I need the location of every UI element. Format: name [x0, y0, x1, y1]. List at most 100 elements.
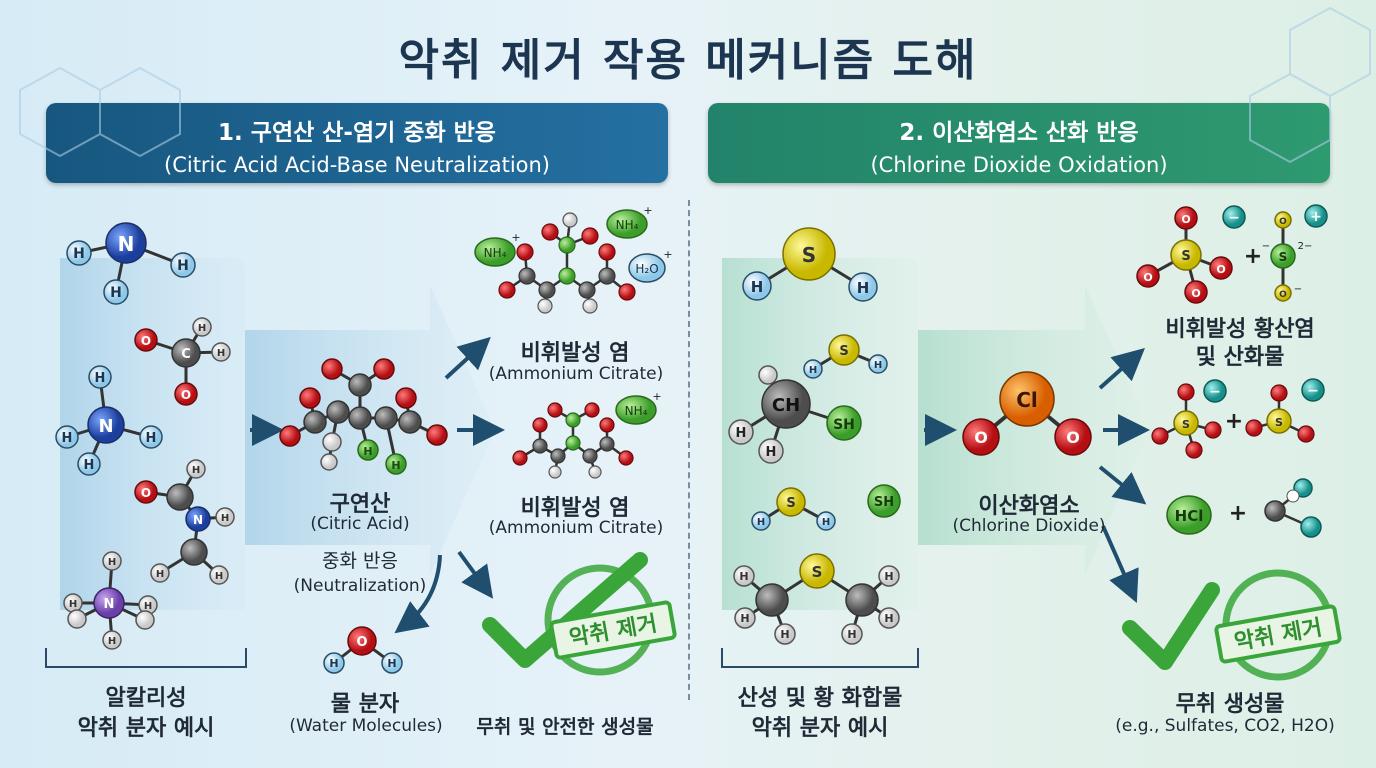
minus-label: −	[1209, 384, 1221, 400]
salt1-label: 비휘발성 염	[520, 341, 630, 366]
plus-label: +	[1244, 244, 1262, 269]
right-flow-arrow	[918, 285, 1150, 575]
chlorine-dioxide-molecule	[962, 371, 1092, 456]
dms-h-label: H	[884, 612, 893, 625]
citric-h-label: H	[363, 445, 372, 458]
methanethiol-molecule	[728, 334, 888, 464]
aldehyde-o-label: O	[181, 388, 191, 402]
background-hexagons	[19, 6, 1371, 164]
small-h-label: H	[757, 517, 765, 528]
dms-h-label: H	[780, 628, 789, 641]
water-o-label: O	[356, 635, 367, 650]
arrow-to-salt1	[444, 336, 491, 380]
neutral-label: 중화 반응	[322, 550, 398, 572]
clo2-sub: (Chlorine Dioxide)	[952, 516, 1106, 536]
sulfate-label: 비휘발성 황산염 및 산화물	[1165, 317, 1315, 370]
amide-h-label: H	[156, 569, 164, 580]
charge-label: +	[663, 248, 672, 261]
right-banner-subtitle: (Chlorine Dioxide Oxidation)	[870, 153, 1168, 177]
sulfate-s-label: S	[1182, 418, 1190, 431]
small-sh-label: SH	[874, 495, 894, 510]
sulfate-o-label: O	[1216, 263, 1225, 276]
section-divider	[688, 200, 690, 700]
sulfate-o-label: O	[1191, 287, 1200, 300]
amine-molecule	[63, 551, 158, 650]
citric-acid-molecule	[279, 358, 448, 475]
ammonia-h-label: H	[110, 285, 122, 301]
left-banner-subtitle: (Citric Acid Acid-Base Neutralization)	[164, 153, 550, 177]
dms-s-label: S	[812, 563, 823, 581]
h2s-h-label: H	[857, 279, 870, 297]
water-molecule	[1264, 478, 1322, 538]
salt1-sub: (Ammonium Citrate)	[488, 364, 664, 384]
nh4-label: NH₄	[616, 218, 639, 232]
thiol-h-label: H	[874, 360, 882, 371]
clo2-o-label: O	[974, 428, 988, 447]
sulfite-ion	[1245, 378, 1325, 443]
h2s-h-label: H	[751, 278, 764, 296]
page-title: 악취 제거 작용 메커니즘 도해	[398, 35, 978, 86]
amine-h-label: H	[69, 599, 77, 610]
hcl-molecule	[1166, 495, 1212, 535]
charge-label: +	[652, 390, 661, 403]
thiol-h-label: H	[809, 365, 817, 376]
sulfite-o-label: O	[1279, 290, 1287, 300]
thiol-h-label: H	[766, 445, 777, 460]
ammonium-h-label: H	[84, 458, 95, 473]
dms-h-label: H	[740, 612, 749, 625]
water-h-label: H	[387, 657, 396, 670]
arrow-to-water	[394, 554, 442, 634]
right-banner-title: 2. 이산화염소 산화 반응	[899, 120, 1139, 146]
ammonium-n-label: N	[98, 416, 113, 437]
charge-label: −	[1262, 241, 1270, 252]
nh4-label: NH₄	[484, 246, 507, 260]
right-bracket-band	[722, 258, 918, 610]
minus-label: −	[1228, 210, 1240, 226]
amide-h-label: H	[221, 513, 229, 524]
amide-molecule	[134, 459, 235, 585]
aldehyde-c-label: C	[181, 347, 191, 362]
water-label: 물 분자	[330, 692, 400, 717]
ammonium-citrate-molecule	[498, 212, 636, 314]
nh4-label: NH₄	[625, 404, 648, 418]
amide-h-label: H	[192, 465, 200, 476]
safe-product-label: 무취 및 안전한 생성물	[476, 716, 654, 738]
citric-h-label: H	[391, 459, 400, 472]
sulfite-s-label: S	[1275, 416, 1283, 429]
citric-label: 구연산	[329, 492, 391, 517]
sulfite-s-label: S	[1279, 250, 1288, 264]
arrow-to-hcl	[1098, 465, 1147, 505]
odorless-product-label: 무취 생성물	[1175, 692, 1285, 717]
salt2-label: 비휘발성 염	[520, 496, 630, 521]
hydrogen-sulfide-molecule	[742, 227, 878, 302]
salt2-sub: (Ammonium Citrate)	[488, 518, 664, 538]
charge-label: +	[511, 231, 520, 244]
clo2-label: 이산화염소	[978, 494, 1080, 519]
sulfate-ion	[1136, 205, 1246, 304]
arrow-to-product	[1101, 525, 1139, 603]
h2s-s-label: S	[802, 243, 816, 267]
left-banner-title: 1. 구연산 산-염기 중화 반응	[218, 120, 496, 146]
alkaline-label: 알칼리성 악취 분자 예시	[77, 686, 215, 741]
ammonia-h-label: H	[177, 258, 189, 274]
charge-label: +	[643, 204, 652, 217]
charge-label: 2−	[1298, 241, 1313, 252]
ammonium-ion	[474, 209, 666, 283]
sulfate-o-label: O	[1143, 271, 1152, 284]
small-s-label: S	[786, 496, 795, 511]
minus-label: −	[1307, 383, 1319, 399]
neutral-sub: (Neutralization)	[293, 576, 427, 596]
citric-sub: (Citric Acid)	[310, 514, 410, 534]
amine-h-label: H	[144, 601, 152, 612]
right-banner: 2. 이산화염소 산화 반응 (Chlorine Dioxide Oxidati…	[708, 103, 1330, 183]
clo2-cl-label: Cl	[1016, 388, 1038, 412]
plus-label: +	[1310, 209, 1322, 225]
ammonium-h-label: H	[95, 371, 106, 386]
ammonium-h-label: H	[146, 431, 157, 446]
water-h-label: H	[329, 657, 338, 670]
amide-n-label: N	[193, 513, 203, 527]
small-sulfide-molecule	[751, 484, 901, 531]
amine-h-label: H	[108, 557, 116, 568]
left-bracket-line	[45, 648, 247, 668]
